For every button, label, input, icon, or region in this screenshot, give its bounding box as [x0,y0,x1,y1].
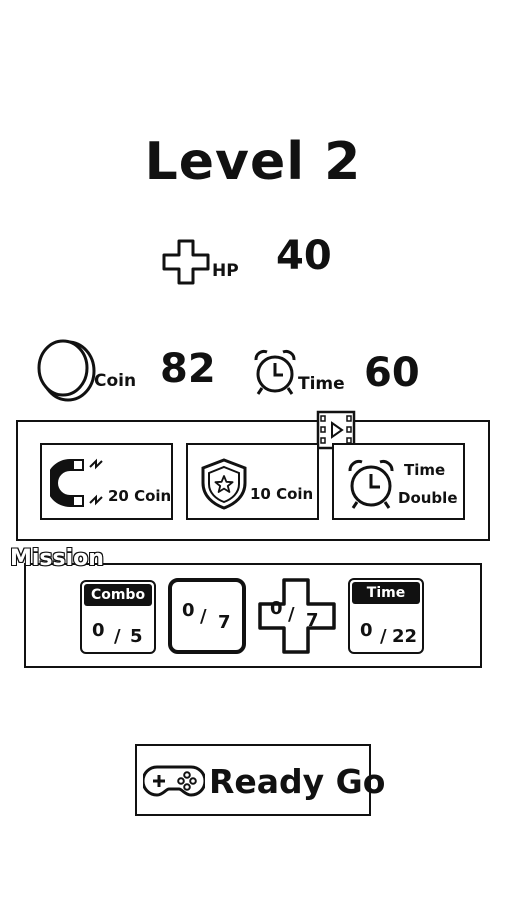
cross-block-icon [258,578,336,654]
video-ad-icon[interactable] [316,410,356,450]
mission-combo-card: Combo 0 / 5 [80,580,156,654]
gamepad-icon [143,765,205,797]
alarm-clock-icon [254,349,296,395]
coin-stat: Coin 82 [36,338,226,404]
boost-time-label-line1: Time [404,461,446,479]
alarm-clock-icon [348,460,394,509]
mission-combo-separator: / [114,626,121,647]
mission-square-separator: / [200,606,207,627]
hp-label: HP [212,261,239,281]
mission-title: Mission [9,545,105,572]
boost-shield-label: 10 Coin [250,485,314,503]
mission-time-header: Time [352,582,420,604]
boost-time-label-line2: Double [398,489,458,507]
time-value: 60 [364,350,420,396]
mission-cross-target: 7 [306,610,319,631]
mission-cross-separator: / [288,604,295,625]
coin-icon [37,339,96,402]
mission-time-current: 0 [360,620,373,641]
time-label: Time [298,374,345,394]
boost-panel [16,420,490,541]
mission-time-target: 22 [392,626,418,647]
ready-go-button[interactable]: Ready Go [135,744,385,816]
mission-square-target: 7 [218,612,231,633]
magnet-icon [50,458,103,507]
shield-star-icon [201,458,247,510]
time-stat: Time 60 [250,346,430,402]
hp-stat: HP 40 [160,233,340,285]
ready-go-label: Ready Go [209,762,386,801]
boost-magnet-label: 20 Coin [108,487,172,505]
mission-time-card: Time 0 / 22 [348,578,424,654]
mission-combo-header: Combo [84,584,152,606]
coin-value: 82 [160,346,216,392]
hp-value: 40 [276,233,332,279]
mission-panel [24,563,482,668]
boost-magnet-button[interactable]: 20 Coin [40,443,173,520]
mission-cross-current: 0 [270,598,283,619]
boost-time-double-button[interactable]: Time Double [332,443,465,520]
boost-shield-button[interactable]: 10 Coin [186,443,319,520]
coin-label: Coin [94,371,137,391]
plus-icon [162,239,210,285]
mission-combo-target: 5 [130,626,143,647]
mission-time-separator: / [380,626,387,647]
mission-combo-current: 0 [92,620,105,641]
mission-square-card: 0 / 7 [168,578,246,654]
mission-square-current: 0 [182,600,195,621]
level-title: Level 2 [144,132,362,192]
